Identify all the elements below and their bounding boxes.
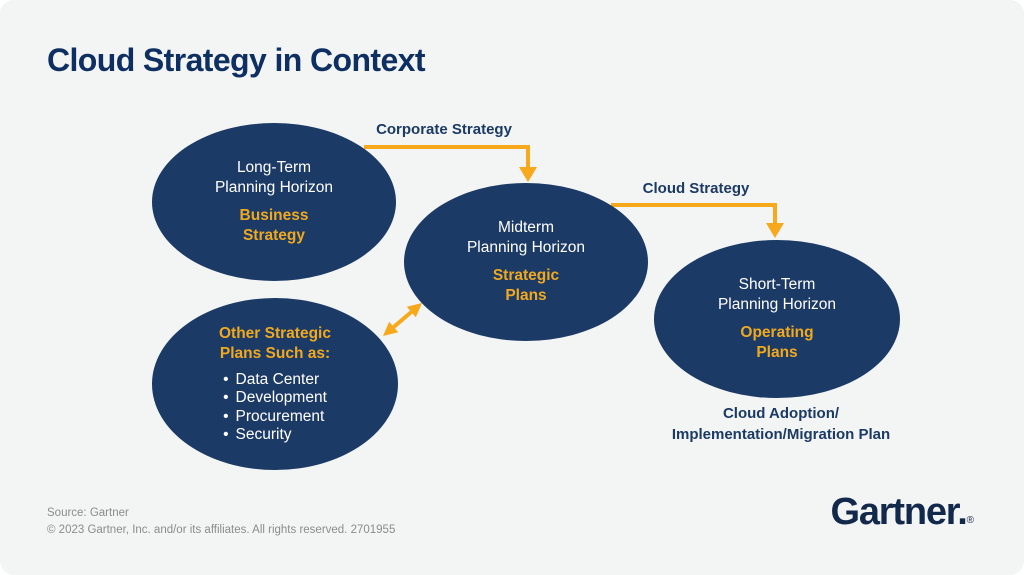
bidirectional-arrow-line <box>392 310 413 329</box>
gartner-logo: Gartner.® <box>830 492 974 541</box>
copyright-line: © 2023 Gartner, Inc. and/or its affiliat… <box>47 523 396 536</box>
page-title: Cloud Strategy in Context <box>47 42 426 78</box>
arrow-label-cloud-strategy: Cloud Strategy <box>642 180 750 197</box>
bullet-item-label: Development <box>235 389 327 406</box>
bullet-item: • Security <box>223 426 327 445</box>
node-short-term-planning-horizon: Short-Term Planning Horizon Operating Pl… <box>654 240 900 398</box>
short-term-horizon-text: Short-Term Planning Horizon <box>717 276 837 313</box>
source-line: Source: Gartner <box>47 507 129 519</box>
node-long-term-planning-horizon: Long-Term Planning Horizon Business Stra… <box>152 123 396 281</box>
bullet-icon: • <box>223 370 229 388</box>
corporate-strategy-arrow-line <box>364 145 530 169</box>
operating-plans-text: Operating Plans <box>740 324 814 361</box>
bidirectional-arrowhead-upper-icon <box>406 303 422 318</box>
bullet-item-label: Procurement <box>235 407 325 425</box>
long-term-horizon-text: Long-Term Planning Horizon <box>214 159 334 196</box>
cloud-strategy-arrow-line <box>611 203 777 224</box>
arrow-label-corporate-strategy: Corporate Strategy <box>376 121 512 138</box>
other-plans-bullet-list: • Data Center • Development • Procurement •… <box>223 371 327 445</box>
cloud-strategy-arrowhead-icon <box>766 223 784 238</box>
bullet-item: • Development <box>223 389 327 408</box>
gartner-wordmark: Gartner. <box>830 491 967 533</box>
bullet-icon: • <box>223 426 229 443</box>
caption-cloud-adoption-plan: Cloud Adoption/ Implementation/Migration… <box>671 405 891 443</box>
bullet-item: • Procurement <box>223 408 327 427</box>
bullet-icon: • <box>223 389 229 406</box>
bullet-item-label: Data Center <box>235 370 320 388</box>
bullet-item: • Data Center <box>223 371 327 390</box>
midterm-horizon-text: Midterm Planning Horizon <box>466 219 586 256</box>
source-note: Source: Gartner © 2023 Gartner, Inc. and… <box>47 505 395 538</box>
corporate-strategy-arrowhead-icon <box>519 167 537 182</box>
bullet-item-label: Security <box>235 426 292 443</box>
other-strategic-plans-heading: Other Strategic Plans Such as: <box>219 324 331 362</box>
node-midterm-planning-horizon: Midterm Planning Horizon Strategic Plans <box>404 183 648 341</box>
bidirectional-arrowhead-lower-icon <box>383 321 399 336</box>
node-other-strategic-plans: Other Strategic Plans Such as: • Data Cen… <box>152 298 398 470</box>
business-strategy-text: Business Strategy <box>239 207 309 244</box>
strategic-plans-text: Strategic Plans <box>492 267 560 304</box>
registered-trademark-icon: ® <box>966 515 974 526</box>
bullet-icon: • <box>223 407 229 425</box>
